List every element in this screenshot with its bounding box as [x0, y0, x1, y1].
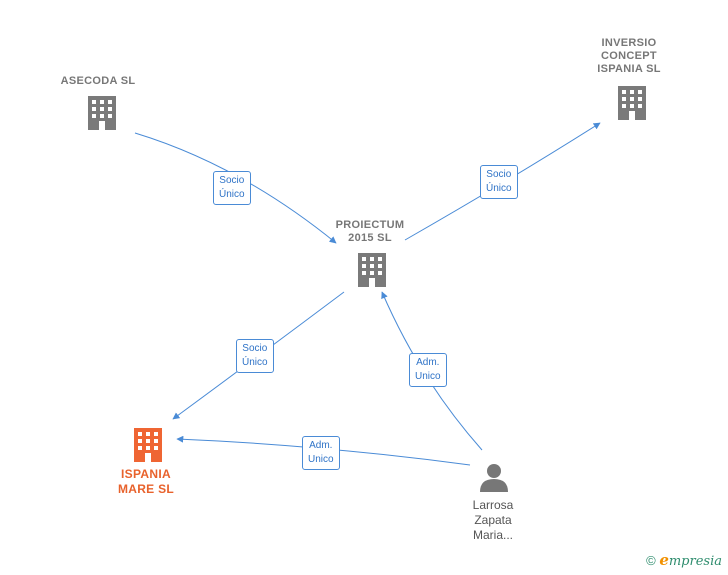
- copyright-symbol: ©: [646, 553, 656, 568]
- edge-label-larrosa-proiectum: Adm. Unico: [409, 353, 447, 387]
- node-label-asecoda[interactable]: ASECODA SL: [60, 75, 136, 87]
- building-icon[interactable]: [618, 86, 646, 120]
- empresia-logo: empresia: [659, 551, 722, 569]
- building-icon[interactable]: [134, 428, 162, 462]
- edge-label-larrosa-ispania: Adm. Unico: [302, 436, 340, 470]
- building-icon[interactable]: [358, 253, 386, 287]
- edge-label-proiectum-ispania: Socio Único: [236, 339, 274, 373]
- edge-label-proiectum-inversio: Socio Único: [480, 165, 518, 199]
- edge-label-asecoda-proiectum: Socio Único: [213, 171, 251, 205]
- node-label-inversio[interactable]: INVERSIO CONCEPT ISPANIA SL: [597, 37, 661, 75]
- node-label-ispania-mare[interactable]: ISPANIA MARE SL: [117, 467, 175, 496]
- node-label-larrosa[interactable]: Larrosa Zapata Maria...: [472, 498, 514, 542]
- person-icon[interactable]: [480, 464, 508, 492]
- footer-brand: © empresia: [646, 551, 722, 569]
- building-icon[interactable]: [88, 96, 116, 130]
- node-label-proiectum[interactable]: PROIECTUM 2015 SL: [335, 219, 405, 244]
